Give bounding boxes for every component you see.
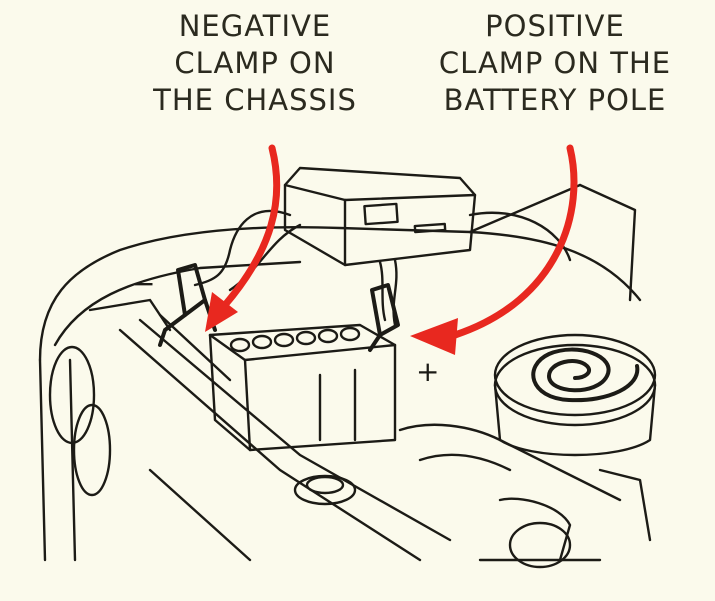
- negative-jumper-clamp-icon: [158, 263, 217, 347]
- positive-label-line-2: CLAMP ON THE: [438, 46, 672, 80]
- positive-jumper-clamp-icon: [368, 283, 400, 352]
- negative-clamp-label: NEGATIVE CLAMP ON THE CHASSIS: [120, 8, 390, 119]
- negative-label-line-2: CLAMP ON: [174, 46, 336, 80]
- positive-clamp-label: POSITIVE CLAMP ON THE BATTERY POLE: [410, 8, 700, 119]
- plus-sign: +: [416, 355, 439, 388]
- minus-sign: −: [132, 267, 155, 300]
- positive-arrow-icon: [410, 144, 578, 355]
- car-engine-bay-icon: [38, 183, 652, 569]
- negative-label-line-3: THE CHASSIS: [153, 83, 357, 117]
- positive-label-line-1: POSITIVE: [485, 9, 625, 43]
- battery-icon: [208, 323, 397, 452]
- positive-label-line-3: BATTERY POLE: [443, 83, 667, 117]
- negative-arrow-icon: [205, 144, 281, 332]
- battery-cell-caps: [229, 326, 361, 353]
- negative-label-line-1: NEGATIVE: [178, 9, 332, 43]
- air-filter-icon: [493, 333, 657, 457]
